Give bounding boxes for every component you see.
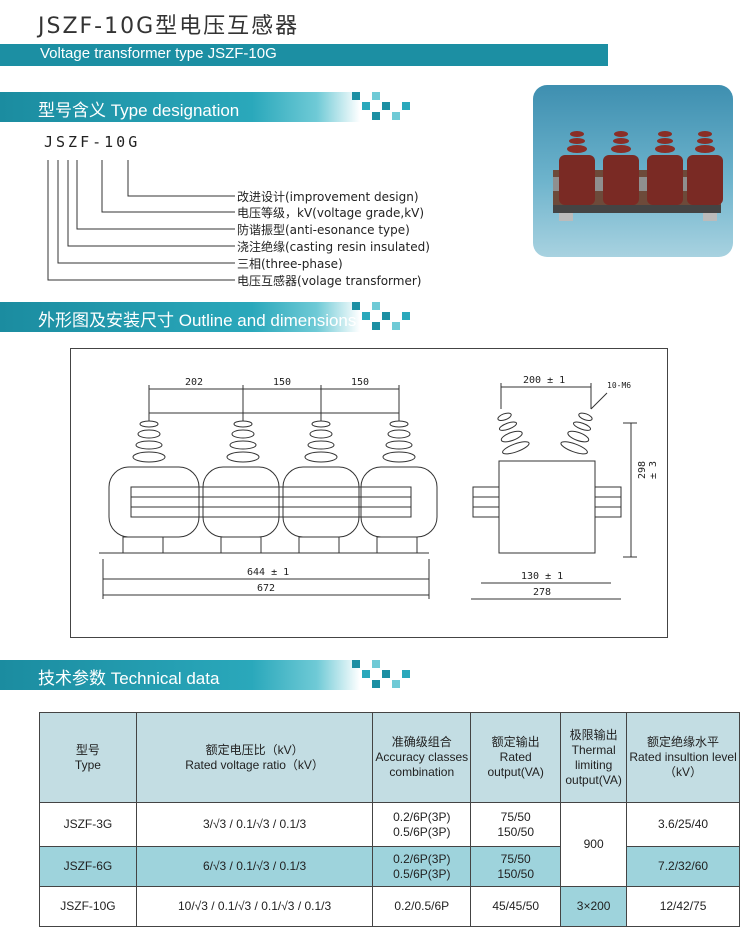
cell-thermal: 3×200 — [560, 886, 628, 927]
section-type-designation-bar: 型号含义 Type designation — [0, 92, 360, 122]
section-heading: 外形图及安装尺寸 Outline and dimensions — [38, 311, 357, 330]
section-technical-bar: 技术参数 Technical data — [0, 660, 360, 690]
section-heading: 技术参数 Technical data — [38, 669, 220, 688]
product-photo — [533, 85, 733, 257]
section-outline-bar: 外形图及安装尺寸 Outline and dimensions — [0, 302, 360, 332]
designation-line-4: 浇注绝缘(casting resin insulated) — [237, 240, 430, 254]
cell-ratio: 10/√3 / 0.1/√3 / 0.1/√3 / 0.1/3 — [135, 886, 374, 927]
dim-10-m6: 10-M6 — [607, 381, 632, 390]
designation-line-6: 电压互感器(volage transformer) — [237, 274, 422, 288]
designation-line-2: 电压等级，kV(voltage grade,kV) — [237, 206, 425, 220]
dim-672: 672 — [257, 583, 276, 594]
designation-line-5: 三相(three-phase) — [237, 257, 343, 271]
cell-accuracy: 0.2/6P(3P)0.5/6P(3P) — [372, 802, 472, 847]
designation-line-1: 改进设计(improvement design) — [237, 190, 419, 204]
dim-130: 130 ± 1 — [521, 571, 564, 582]
subtitle: Voltage transformer type JSZF-10G — [40, 45, 277, 62]
dim-200: 200 ± 1 — [523, 375, 566, 386]
outline-drawing: 202 150 150 644 ± 1 672 200 ± 1 10-M6 29… — [70, 348, 668, 638]
cell-level: 3.6/25/40 — [626, 802, 740, 847]
section-heading: 型号含义 Type designation — [38, 101, 240, 120]
page-title: JSZF-10G型电压互感器 — [38, 14, 300, 39]
table-row: JSZF-10G 10/√3 / 0.1/√3 / 0.1/√3 / 0.1/3… — [39, 886, 740, 927]
cell-level: 7.2/32/60 — [626, 846, 740, 887]
cell-output: 45/45/50 — [470, 886, 562, 927]
cell-thermal: 900 — [560, 802, 628, 887]
designation-line-3: 防谐振型(anti-esonance type) — [237, 223, 410, 237]
dim-202: 202 — [185, 377, 204, 388]
model-code: JSZF-10G — [44, 133, 141, 151]
dim-150: 150 — [351, 377, 370, 388]
column-header: 额定电压比（kV）Rated voltage ratio（kV） — [135, 712, 374, 803]
cell-type: JSZF-10G — [39, 886, 137, 927]
cell-accuracy: 0.2/0.5/6P — [372, 886, 472, 927]
designation-leader-lines — [47, 160, 235, 281]
dim-278: 278 — [533, 587, 552, 598]
cell-type: JSZF-3G — [39, 802, 137, 847]
cell-level: 12/42/75 — [626, 886, 740, 927]
cell-ratio: 6/√3 / 0.1/√3 / 0.1/3 — [135, 846, 374, 887]
dim-298: 298 ± 3 — [637, 460, 659, 479]
table-row: JSZF-3G 3/√3 / 0.1/√3 / 0.1/3 0.2/6P(3P)… — [39, 802, 740, 887]
dim-150: 150 — [273, 377, 292, 388]
cell-type: JSZF-6G — [39, 846, 137, 887]
dim-644: 644 ± 1 — [247, 567, 290, 578]
table-row: JSZF-6G 6/√3 / 0.1/√3 / 0.1/3 0.2/6P(3P)… — [39, 846, 740, 887]
subtitle-bar: Voltage transformer type JSZF-10G — [0, 44, 608, 66]
cell-accuracy: 0.2/6P(3P)0.5/6P(3P) — [372, 846, 472, 887]
cell-ratio: 3/√3 / 0.1/√3 / 0.1/3 — [135, 802, 374, 847]
